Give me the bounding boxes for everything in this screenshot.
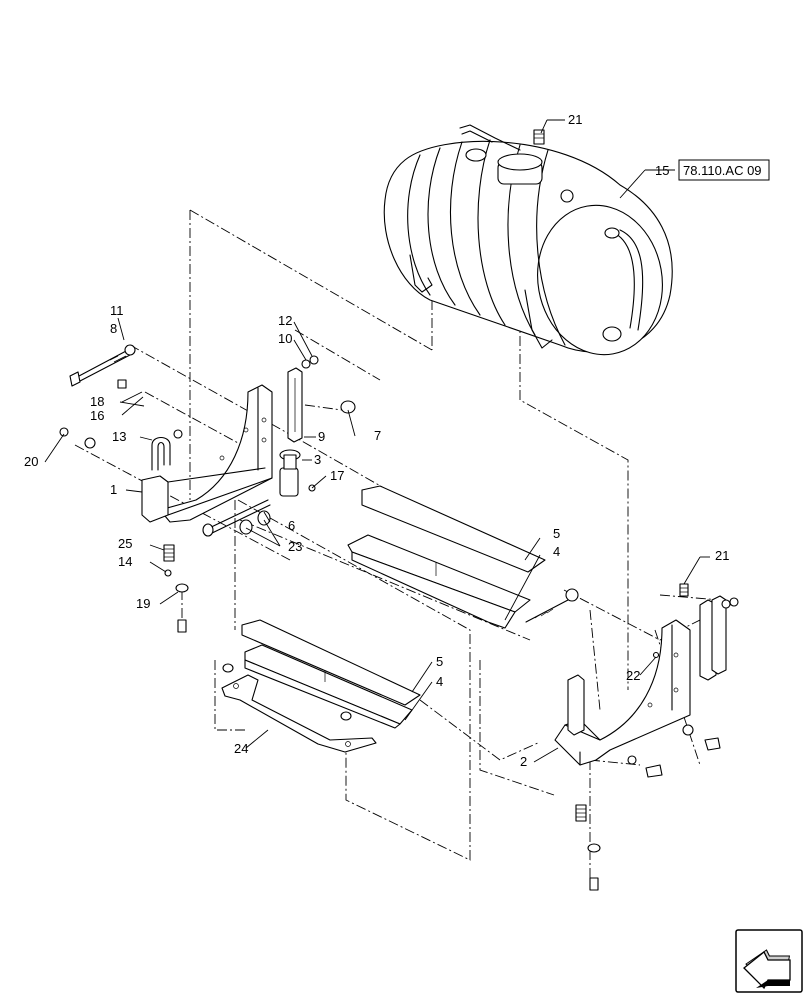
u-bolt <box>151 436 171 471</box>
reference-label: 78.110.AC 09 <box>683 163 762 178</box>
callout-11: 11 <box>110 303 124 318</box>
right-plates <box>567 595 727 736</box>
callout-15: 15 <box>655 163 669 178</box>
callout-22: 22 <box>626 668 640 683</box>
lower-left-hardware <box>163 544 189 633</box>
callout-labels: 21 15 11 8 12 10 18 16 13 9 7 20 3 17 1 … <box>24 112 729 769</box>
small-bolts <box>59 355 319 449</box>
callout-7: 7 <box>374 428 381 443</box>
callout-18: 18 <box>90 394 104 409</box>
right-hardware <box>525 583 739 891</box>
callout-21-lower: 21 <box>715 548 729 563</box>
leader-lines <box>44 119 710 763</box>
nut <box>340 400 356 414</box>
callout-14: 14 <box>118 554 132 569</box>
callout-2: 2 <box>520 754 527 769</box>
callout-4-lower: 4 <box>436 674 443 689</box>
reference-box[interactable]: 78.110.AC 09 <box>678 159 770 181</box>
strap <box>221 663 377 753</box>
bolt-long <box>69 344 136 387</box>
callout-5-upper: 5 <box>553 526 560 541</box>
callout-6: 6 <box>288 518 295 533</box>
mounting-plate <box>287 367 303 443</box>
callout-8: 8 <box>110 321 117 336</box>
callout-13: 13 <box>112 429 126 444</box>
next-page-arrow-icon[interactable] <box>735 929 803 993</box>
callout-1: 1 <box>110 482 117 497</box>
lower-pads <box>241 619 421 729</box>
callout-9: 9 <box>318 429 325 444</box>
callout-4-upper: 4 <box>553 544 560 559</box>
callout-16: 16 <box>90 408 104 423</box>
washers-and-screw <box>202 499 271 537</box>
callout-25: 25 <box>118 536 132 551</box>
callout-12: 12 <box>278 313 292 328</box>
callout-21: 21 <box>568 112 582 127</box>
callout-5-lower: 5 <box>436 654 443 669</box>
callout-24: 24 <box>234 741 248 756</box>
hydraulic-tank <box>383 124 673 356</box>
callout-20: 20 <box>24 454 38 469</box>
callout-23: 23 <box>288 539 302 554</box>
callout-17: 17 <box>330 468 344 483</box>
fitting-21-top <box>533 129 545 145</box>
upper-pads <box>347 485 546 629</box>
left-bracket <box>141 384 273 523</box>
valve-fitting <box>279 449 301 497</box>
callout-10: 10 <box>278 331 292 346</box>
callout-19: 19 <box>136 596 150 611</box>
callout-3: 3 <box>314 452 321 467</box>
